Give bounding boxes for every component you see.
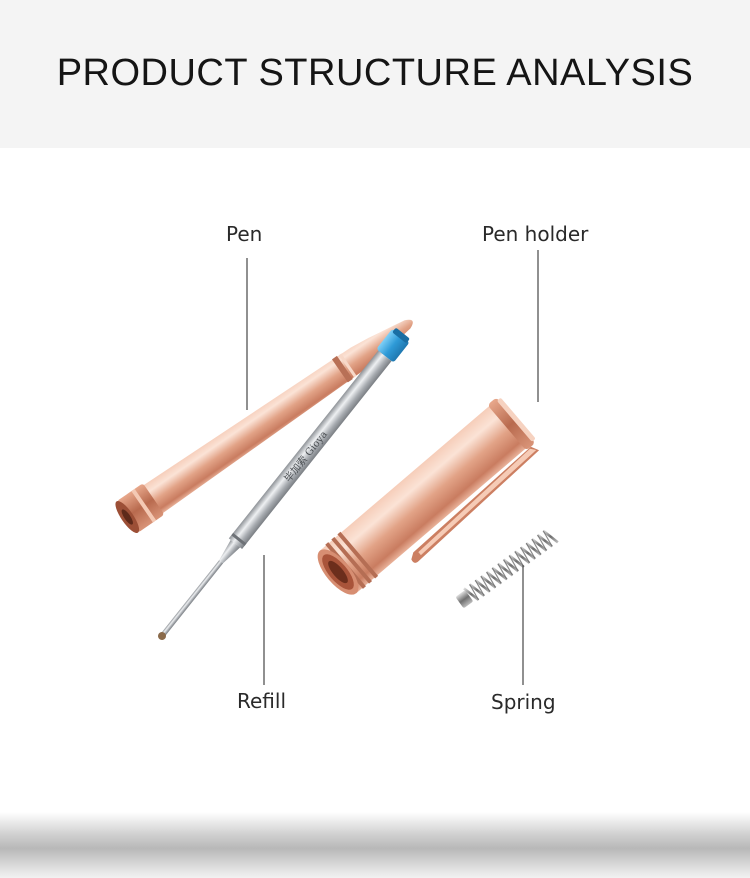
bottom-shadow-band — [0, 812, 750, 878]
label-spring: Spring — [491, 690, 556, 714]
label-pen: Pen — [226, 222, 262, 246]
spring — [454, 528, 558, 610]
label-pen-holder: Pen holder — [482, 222, 588, 246]
label-refill: Refill — [237, 689, 286, 713]
refill-branding-text: 毕加索 Gioya — [281, 428, 330, 485]
pen-holder — [309, 395, 546, 613]
